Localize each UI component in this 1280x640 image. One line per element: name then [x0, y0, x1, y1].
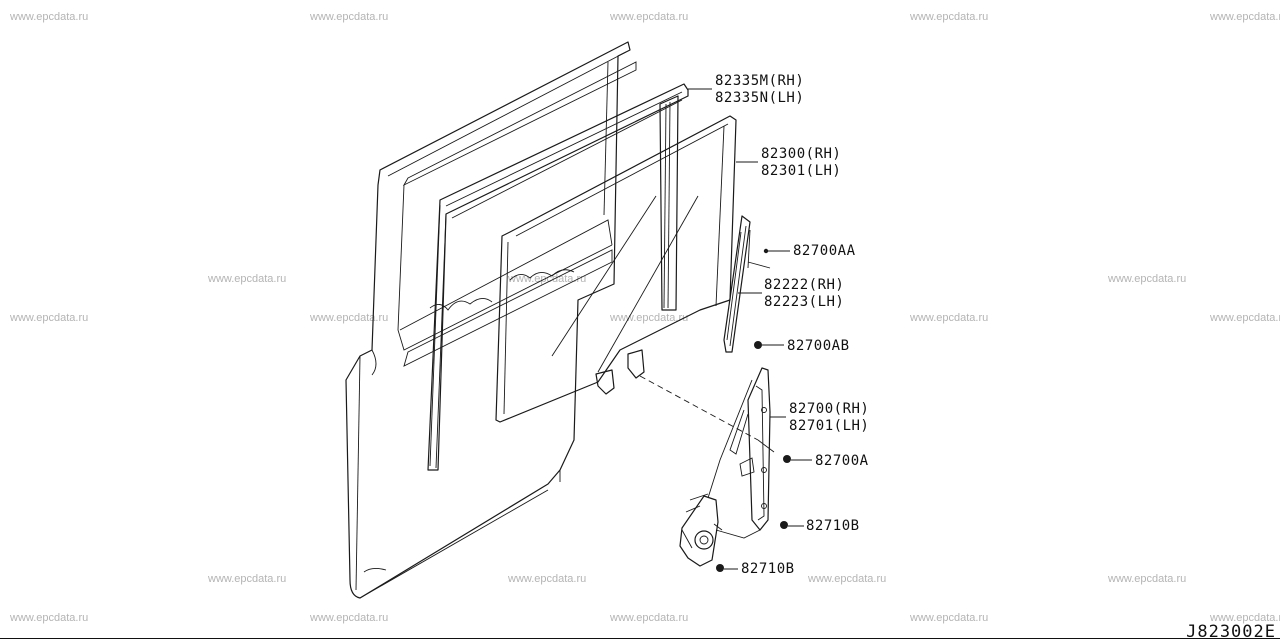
watermark: www.epcdata.ru — [310, 312, 389, 324]
door-glass — [495, 115, 737, 423]
door-panel — [345, 41, 637, 599]
watermark: www.epcdata.ru — [910, 11, 989, 23]
leader-lines — [688, 88, 812, 570]
watermark: www.epcdata.ru — [208, 273, 287, 285]
callout-channel-rh: 82222(RH) — [764, 277, 845, 293]
glass-run-channel — [723, 215, 771, 353]
callout-regulator-rh: 82700(RH) — [789, 401, 870, 417]
watermark: www.epcdata.ru — [10, 312, 89, 324]
drawing-id: J823002E — [1186, 622, 1276, 640]
watermark: www.epcdata.ru — [310, 11, 389, 23]
callout-sash-rh: 82335M(RH) — [715, 73, 805, 89]
watermark: www.epcdata.ru — [610, 11, 689, 23]
callout-glass-rh: 82300(RH) — [761, 146, 842, 162]
callout-glass-lh: 82301(LH) — [761, 163, 842, 179]
watermark: www.epcdata.ru — [1210, 612, 1280, 624]
callout-channel-lh: 82223(LH) — [764, 294, 845, 310]
watermark: www.epcdata.ru — [10, 11, 89, 23]
watermark: www.epcdata.ru — [1108, 273, 1187, 285]
watermark: www.epcdata.ru — [1108, 573, 1187, 585]
regulator-motor — [679, 493, 723, 567]
callout-motor-bolt: 82710B — [806, 518, 860, 534]
watermark: www.epcdata.ru — [310, 612, 389, 624]
watermark: www.epcdata.ru — [610, 612, 689, 624]
callout-bolt-a: 82700A — [815, 453, 869, 469]
window-regulator — [707, 367, 775, 539]
watermark: www.epcdata.ru — [1210, 312, 1280, 324]
callout-bolt-ab: 82700AB — [787, 338, 850, 354]
watermark: www.epcdata.ru — [610, 312, 689, 324]
callout-sash-lh: 82335N(LH) — [715, 90, 805, 106]
watermark: www.epcdata.ru — [10, 612, 89, 624]
watermark: www.epcdata.ru — [910, 612, 989, 624]
callout-screw-aa: 82700AA — [793, 243, 856, 259]
glass-bracket — [595, 349, 645, 395]
watermark: www.epcdata.ru — [1210, 11, 1280, 23]
window-sash — [427, 83, 689, 471]
callout-regulator-lh: 82701(LH) — [789, 418, 870, 434]
watermark: www.epcdata.ru — [208, 573, 287, 585]
watermark: www.epcdata.ru — [508, 573, 587, 585]
watermark: www.epcdata.ru — [910, 312, 989, 324]
mounting-line — [639, 375, 759, 441]
watermark: www.epcdata.ru — [808, 573, 887, 585]
callout-motor-bolt: 82710B — [741, 561, 795, 577]
bottom-rule — [0, 638, 1280, 639]
fastener-icons — [716, 248, 791, 572]
